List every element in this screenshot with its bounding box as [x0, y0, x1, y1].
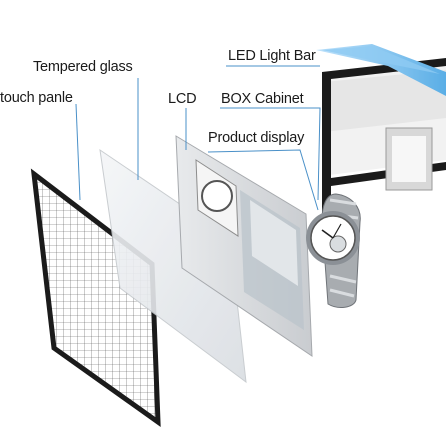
label-led-light-bar: LED Light Bar	[228, 48, 316, 64]
box-cabinet	[322, 58, 446, 244]
led-light-bar	[316, 44, 446, 96]
label-touch-panel: touch panle	[0, 90, 73, 106]
watch-icon	[306, 193, 361, 308]
label-tempered-glass: Tempered glass	[33, 59, 133, 75]
label-lcd: LCD	[168, 91, 197, 107]
label-box-cabinet: BOX Cabinet	[221, 91, 304, 107]
lcd-panel	[175, 135, 313, 357]
leader-lines	[75, 65, 321, 211]
label-product-display: Product display	[208, 130, 305, 146]
